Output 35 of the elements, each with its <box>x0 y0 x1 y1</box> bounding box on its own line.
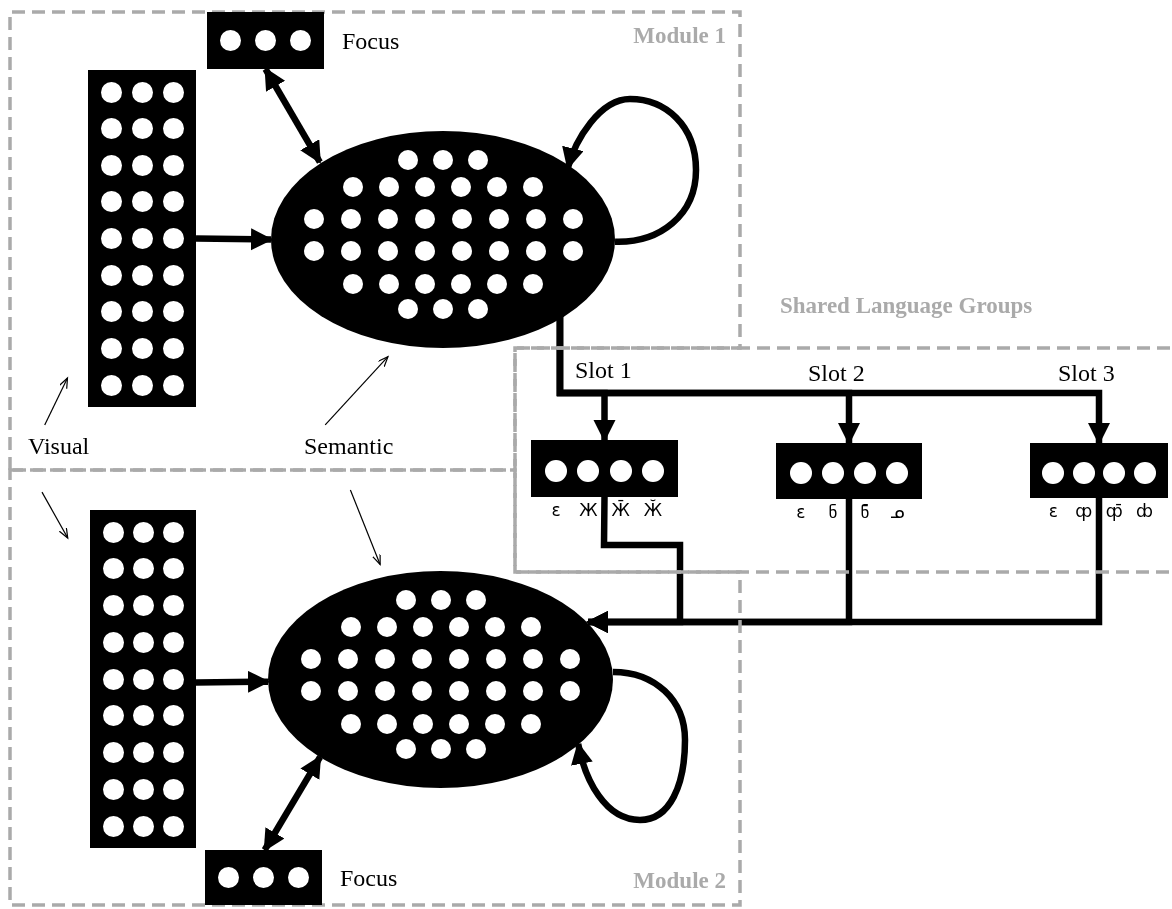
leader-arrow <box>44 377 69 426</box>
symbol-label: ε <box>796 504 806 521</box>
leader-arrow <box>324 356 389 426</box>
unit-layer-box <box>90 510 196 848</box>
slot-label: Slot 1 <box>575 358 632 382</box>
symbol-label: ε <box>551 502 561 519</box>
symbol-label: ნ̄ <box>860 504 870 521</box>
layer-label: Visual <box>28 434 90 458</box>
symbol-label: ნ <box>828 504 838 521</box>
symbol-label: ȹ̄ <box>1105 503 1123 520</box>
group-title: Module 1 <box>633 24 726 47</box>
arrow <box>195 228 273 251</box>
arrow <box>586 498 1103 633</box>
focus-label: Focus <box>340 865 398 890</box>
symbol-label: Ж <box>579 502 598 519</box>
group-title: Module 2 <box>633 869 726 892</box>
arrow <box>261 755 323 852</box>
unit-layer-box <box>88 70 196 407</box>
symbol-label: ε <box>1048 503 1059 520</box>
arrow <box>556 316 1110 445</box>
arrow <box>195 670 270 693</box>
leader-arrow <box>349 489 381 566</box>
group-title: Shared Language Groups <box>780 294 1033 317</box>
arrow <box>571 668 689 824</box>
symbol-label: ᓄ <box>889 504 905 521</box>
arrow <box>262 67 323 164</box>
symbol-label: ȹ <box>1075 503 1093 520</box>
symbol-label: ȸ <box>1136 503 1153 520</box>
focus-label: Focus <box>342 28 400 53</box>
arrow <box>563 95 700 245</box>
slot-label: Slot 3 <box>1058 361 1115 385</box>
slot-label: Slot 2 <box>808 361 865 385</box>
symbol-label: Ж̄ <box>611 502 630 519</box>
leader-arrow <box>41 491 69 539</box>
layer-label: Semantic <box>304 434 394 458</box>
